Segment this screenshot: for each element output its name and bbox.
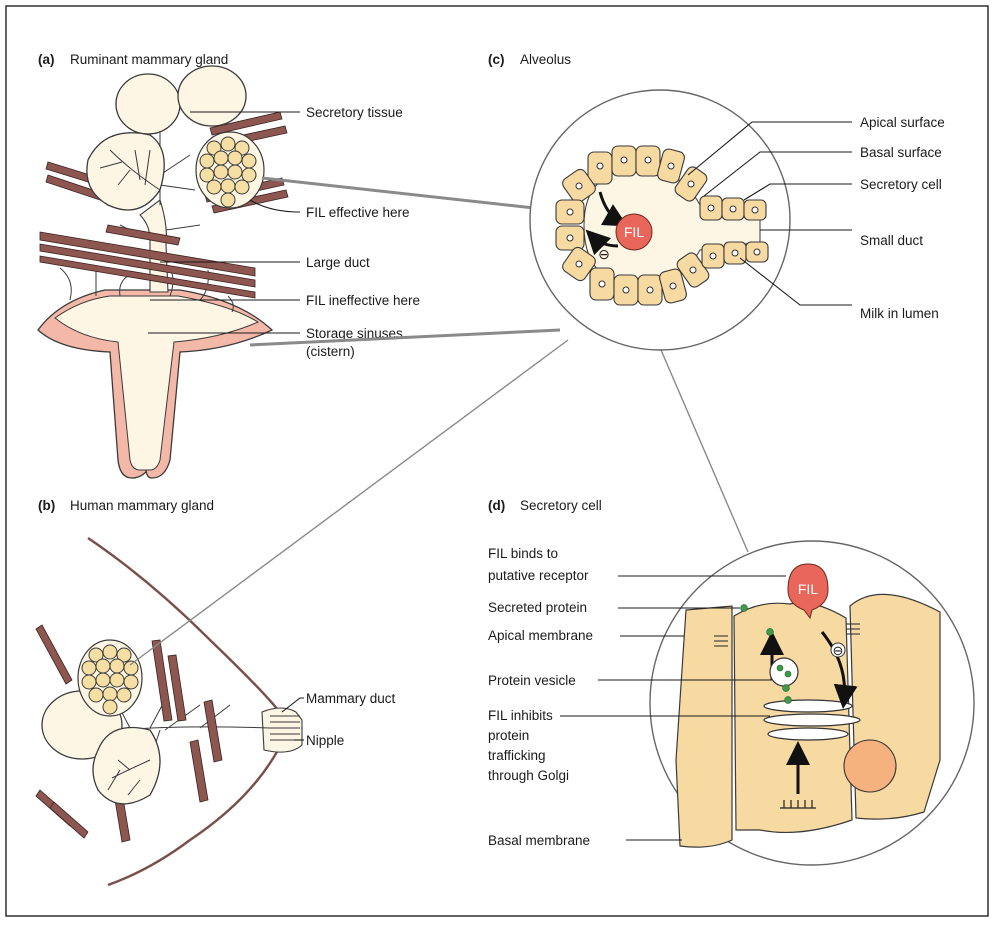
- panel-a-letter: (a): [38, 52, 55, 67]
- label-small-duct: Small duct: [860, 233, 923, 248]
- label-fil-inhibits-4: through Golgi: [488, 768, 569, 783]
- golgi-apparatus: [764, 700, 860, 740]
- label-mammary-duct: Mammary duct: [306, 691, 396, 706]
- label-apical-surface: Apical surface: [860, 115, 945, 130]
- lobe-left-veined: [87, 133, 164, 210]
- panel-d-letter: (d): [488, 498, 505, 513]
- label-large-duct: Large duct: [306, 255, 370, 270]
- cell-nucleus: [844, 740, 896, 792]
- lobe-top-left: [116, 74, 180, 134]
- label-milk-in-lumen: Milk in lumen: [860, 306, 939, 321]
- label-nipple: Nipple: [306, 733, 344, 748]
- panel-b-title: Human mammary gland: [70, 498, 214, 513]
- nipple-shape: [262, 708, 302, 752]
- panel-c-letter: (c): [488, 52, 505, 67]
- protein-vesicle: [770, 658, 798, 686]
- fil-badge-c: FIL: [624, 224, 644, 240]
- inhibit-symbol-d: ⊖: [833, 643, 844, 658]
- label-secreted-protein: Secreted protein: [488, 600, 587, 615]
- panel-c-title: Alveolus: [520, 52, 571, 67]
- label-secretory-tissue: Secretory tissue: [306, 105, 403, 120]
- label-fil-inhibits-3: trafficking: [488, 748, 546, 763]
- inhibit-symbol-c: ⊖: [598, 246, 610, 262]
- label-basal-surface: Basal surface: [860, 145, 942, 160]
- panel-d-title: Secretory cell: [520, 498, 602, 513]
- label-fil-effective: FIL effective here: [306, 205, 410, 220]
- label-protein-vesicle: Protein vesicle: [488, 673, 576, 688]
- label-fil-inhibits-2: protein: [488, 728, 529, 743]
- label-fil-inhibits-1: FIL inhibits: [488, 708, 553, 723]
- label-fil-ineffective: FIL ineffective here: [306, 293, 420, 308]
- cell-left: [676, 606, 732, 847]
- label-secretory-cell: Secretory cell: [860, 177, 942, 192]
- label-fil-binds-1: FIL binds to: [488, 546, 558, 561]
- panel-a-title: Ruminant mammary gland: [70, 52, 228, 67]
- label-cistern: (cistern): [306, 344, 355, 359]
- label-fil-binds-2: putative receptor: [488, 568, 589, 583]
- panel-b-letter: (b): [38, 498, 55, 513]
- label-apical-membrane: Apical membrane: [488, 628, 593, 643]
- fil-badge-d: FIL: [798, 581, 818, 597]
- lobe-top-right: [178, 66, 246, 126]
- label-basal-membrane: Basal membrane: [488, 833, 590, 848]
